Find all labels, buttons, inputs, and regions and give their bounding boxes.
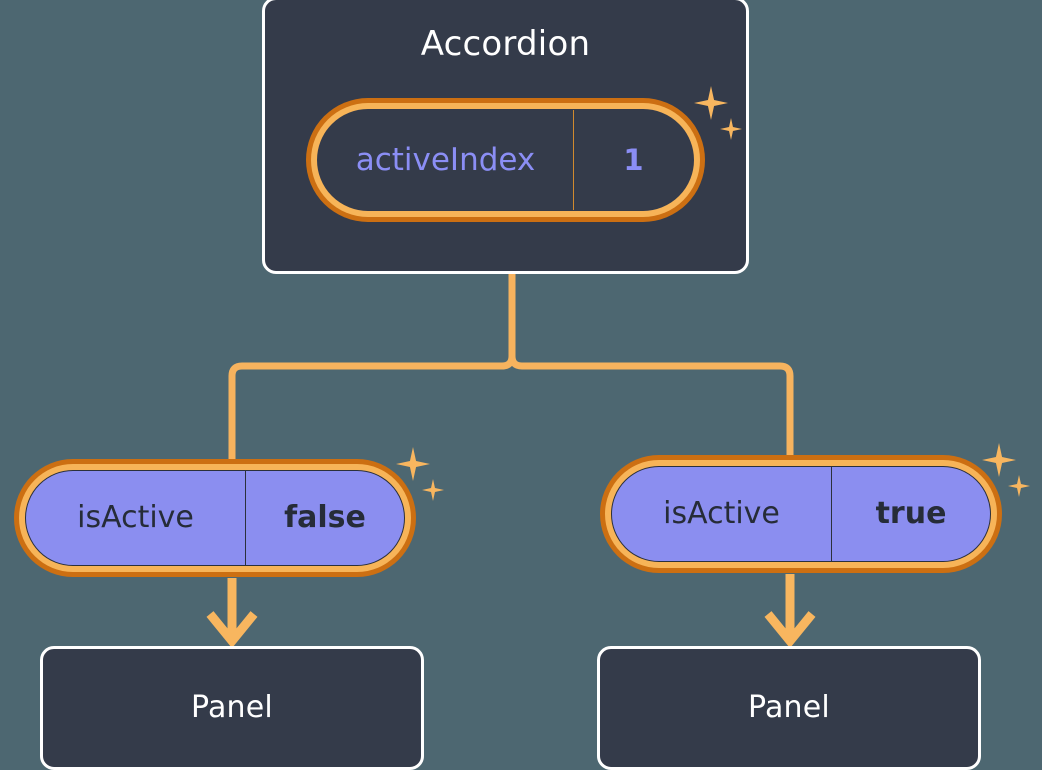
state-badge-activeindex[interactable]: activeIndex 1 — [306, 98, 705, 222]
state-key-label: activeIndex — [355, 141, 536, 178]
state-value-label: 1 — [573, 110, 693, 210]
state-badge-isactive-left[interactable]: isActive false — [14, 459, 416, 577]
component-card-panel-right[interactable]: Panel — [597, 646, 981, 770]
arrow-down-icon-left — [206, 611, 258, 649]
page-title: Accordion — [420, 24, 591, 64]
state-badge-face: isActive false — [25, 470, 405, 566]
connector-root-to-right — [508, 269, 794, 462]
state-badge-face: activeIndex 1 — [317, 109, 694, 211]
state-badge-isactive-right[interactable]: isActive true — [600, 455, 1002, 573]
sparkle-icon-small — [1008, 475, 1030, 497]
state-key-label: isActive — [663, 496, 780, 531]
state-badge-face: isActive true — [611, 466, 991, 562]
state-badge-inner-ring: isActive true — [605, 460, 997, 568]
component-card-panel-left[interactable]: Panel — [40, 646, 424, 770]
state-value-label: true — [831, 467, 990, 561]
state-key-label: isActive — [77, 500, 194, 535]
panel-title-right: Panel — [748, 690, 830, 725]
state-value-label: false — [245, 471, 404, 565]
connector-root-to-left — [228, 269, 516, 466]
state-badge-outer-ring: isActive true — [600, 455, 1002, 573]
sparkle-icon-small — [422, 479, 444, 501]
state-badge-inner-ring: isActive false — [19, 464, 411, 572]
state-badge-outer-ring: activeIndex 1 — [306, 98, 705, 222]
state-badge-inner-ring: activeIndex 1 — [311, 103, 700, 217]
arrow-down-icon-right — [764, 611, 816, 649]
state-badge-outer-ring: isActive false — [14, 459, 416, 577]
panel-title-left: Panel — [191, 690, 273, 725]
